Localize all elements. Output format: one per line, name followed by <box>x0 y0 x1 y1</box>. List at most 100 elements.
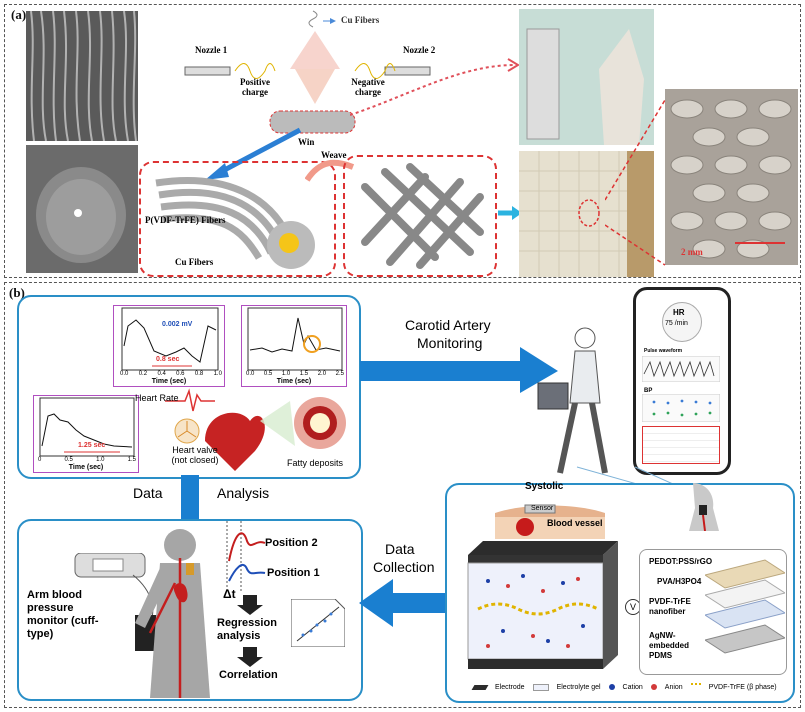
graph3-tick-3: 1.5 <box>127 457 136 463</box>
phone-hr-value: 75 /min <box>665 320 688 327</box>
graph1-tick-1: 0.2 <box>138 371 148 377</box>
heart-valve-label: Heart valve (not closed) <box>171 445 219 465</box>
panel-a-label: (a) <box>11 7 27 22</box>
legend-electrode-swatch <box>471 684 489 690</box>
graph1-tick-5: 1.0 <box>213 371 222 377</box>
legend-anion-swatch <box>650 684 657 690</box>
layer-label-3: PVDF-TrFE nanofiber <box>649 597 691 616</box>
graph2-tick-3: 1.5 <box>299 371 309 377</box>
carotid-arrow <box>360 347 558 393</box>
ecg-graph-2-plot <box>247 307 343 371</box>
graph1-annotation-v: 0.002 mV <box>162 321 193 328</box>
fiber-bundle-box <box>139 161 336 277</box>
graph1-tick-4: 0.8 <box>194 371 204 377</box>
legend-gel-swatch <box>532 683 549 691</box>
graph2-tick-4: 2.0 <box>317 371 327 377</box>
ecg-graph-3-plot <box>39 397 135 457</box>
blue-arrow-right <box>498 206 522 220</box>
position1-label: Position 1 <box>267 567 320 579</box>
graph3-annotation-t: 1.25 sec <box>78 442 106 449</box>
neck-illustration <box>689 483 719 531</box>
arm-monitor-label: Arm blood pressure monitor (cuff-type) <box>27 589 99 640</box>
spool-glove-photo <box>519 9 654 145</box>
panel-b-label: (b) <box>9 285 25 300</box>
correlation-arrow <box>237 647 263 667</box>
human-body-illustration <box>135 529 210 698</box>
heart-rate-label: Heart Rate <box>135 393 179 403</box>
blue-arrow-down <box>205 127 302 180</box>
panel-a: (a) Cu Fibers Noz <box>4 4 801 278</box>
pulse-positions-chart <box>226 521 266 591</box>
cu-fibers-top-label: Cu Fibers <box>341 15 380 25</box>
phone-hr-label: HR <box>673 308 685 317</box>
graph3-tick-1: 0.5 <box>64 457 73 463</box>
woven-fabric-photo <box>519 151 654 277</box>
nozzle1-label: Nozzle 1 <box>195 45 228 55</box>
walking-person-illustration <box>537 327 608 474</box>
layer-label-2: PVA/H3PO4 <box>657 577 702 586</box>
skin-sensor-illustration <box>495 504 605 539</box>
sensor-label: Sensor <box>531 505 554 512</box>
graph2-tick-5: 2.5 <box>335 371 344 377</box>
pvdf-fibers-label: P(VDF-TrFE) Fibers <box>145 215 226 225</box>
ionic-sensor-cube <box>467 541 618 669</box>
data-collection-label-2: Collection <box>373 559 435 575</box>
phone-bp-chart <box>642 394 720 422</box>
graph1-annotation-t: 0.8 sec <box>156 356 180 363</box>
graph1-tick-2: 0.4 <box>157 371 166 377</box>
sem-fiber-image <box>26 11 138 141</box>
positive-charge-label: Positive charge <box>240 77 270 97</box>
systolic-label: Systolic <box>525 481 564 492</box>
phone-pulse-chart <box>642 356 720 382</box>
regression-arrow <box>237 595 263 615</box>
graph3-tick-0: 0 <box>38 457 42 463</box>
data-label: Data <box>133 485 163 501</box>
red-dotted-arrow <box>350 58 520 116</box>
ecg-graph-1-plot <box>121 307 219 371</box>
zoom-connector-lines <box>605 100 666 266</box>
graph2-tick-1: 0.5 <box>263 371 273 377</box>
legend-electrode: Electrode <box>495 683 525 691</box>
legend: Electrode Electrolyte gel Cation Anion P… <box>471 683 777 691</box>
graph1-tick-0: 0.0 <box>120 371 129 377</box>
analysis-label: Analysis <box>217 485 270 501</box>
regression-label: Regression analysis <box>217 617 277 642</box>
legend-cation: Cation <box>622 683 643 691</box>
legend-pvdf: PVDF-TrFE (β phase) <box>708 683 777 691</box>
zoomed-weave-photo <box>665 89 798 265</box>
graph3-tick-2: 1.0 <box>96 457 105 463</box>
blood-vessel-label: Blood vessel <box>547 518 603 528</box>
graph3-ticks: 0 0.5 1.0 1.5 <box>38 457 136 463</box>
layer-label-4: AgNW-embedded PDMS <box>649 631 690 660</box>
legend-cation-swatch <box>608 684 615 690</box>
heart-illustration <box>165 388 346 471</box>
negative-charge-label: Negative charge <box>351 77 385 97</box>
phone-mockup: HR 75 /min Pulse waveform BP <box>633 287 731 475</box>
graph2-tick-2: 1.0 <box>281 371 291 377</box>
woven-mesh-box <box>343 155 497 277</box>
data-collection-arrow <box>359 579 445 627</box>
graph2-xlabel: Time (sec) <box>276 378 312 385</box>
sem-cross-section-image <box>26 145 138 273</box>
data-collection-label-1: Data <box>385 541 415 557</box>
cu-fibers-label: Cu Fibers <box>175 257 214 267</box>
graph1-ticks: 0.0 0.2 0.4 0.6 0.8 1.0 <box>120 371 222 377</box>
electrospinning-diagram <box>184 10 431 134</box>
fatty-deposits-label: Fatty deposits <box>287 458 344 468</box>
carotid-label-line1: Carotid Artery <box>405 317 491 333</box>
delta-t-label: Δt <box>223 587 236 601</box>
layer-stack-illustration <box>705 559 785 654</box>
legend-pvdf-swatch <box>690 683 701 691</box>
correlation-label: Correlation <box>219 669 278 681</box>
scatter-plot-thumbnail <box>291 599 345 647</box>
phone-pulse-label: Pulse waveform <box>644 348 683 354</box>
graph1-tick-3: 0.6 <box>176 371 185 377</box>
phone-hr-circle <box>662 302 702 342</box>
position2-label: Position 2 <box>265 537 318 549</box>
nozzle2-label: Nozzle 2 <box>403 45 436 55</box>
